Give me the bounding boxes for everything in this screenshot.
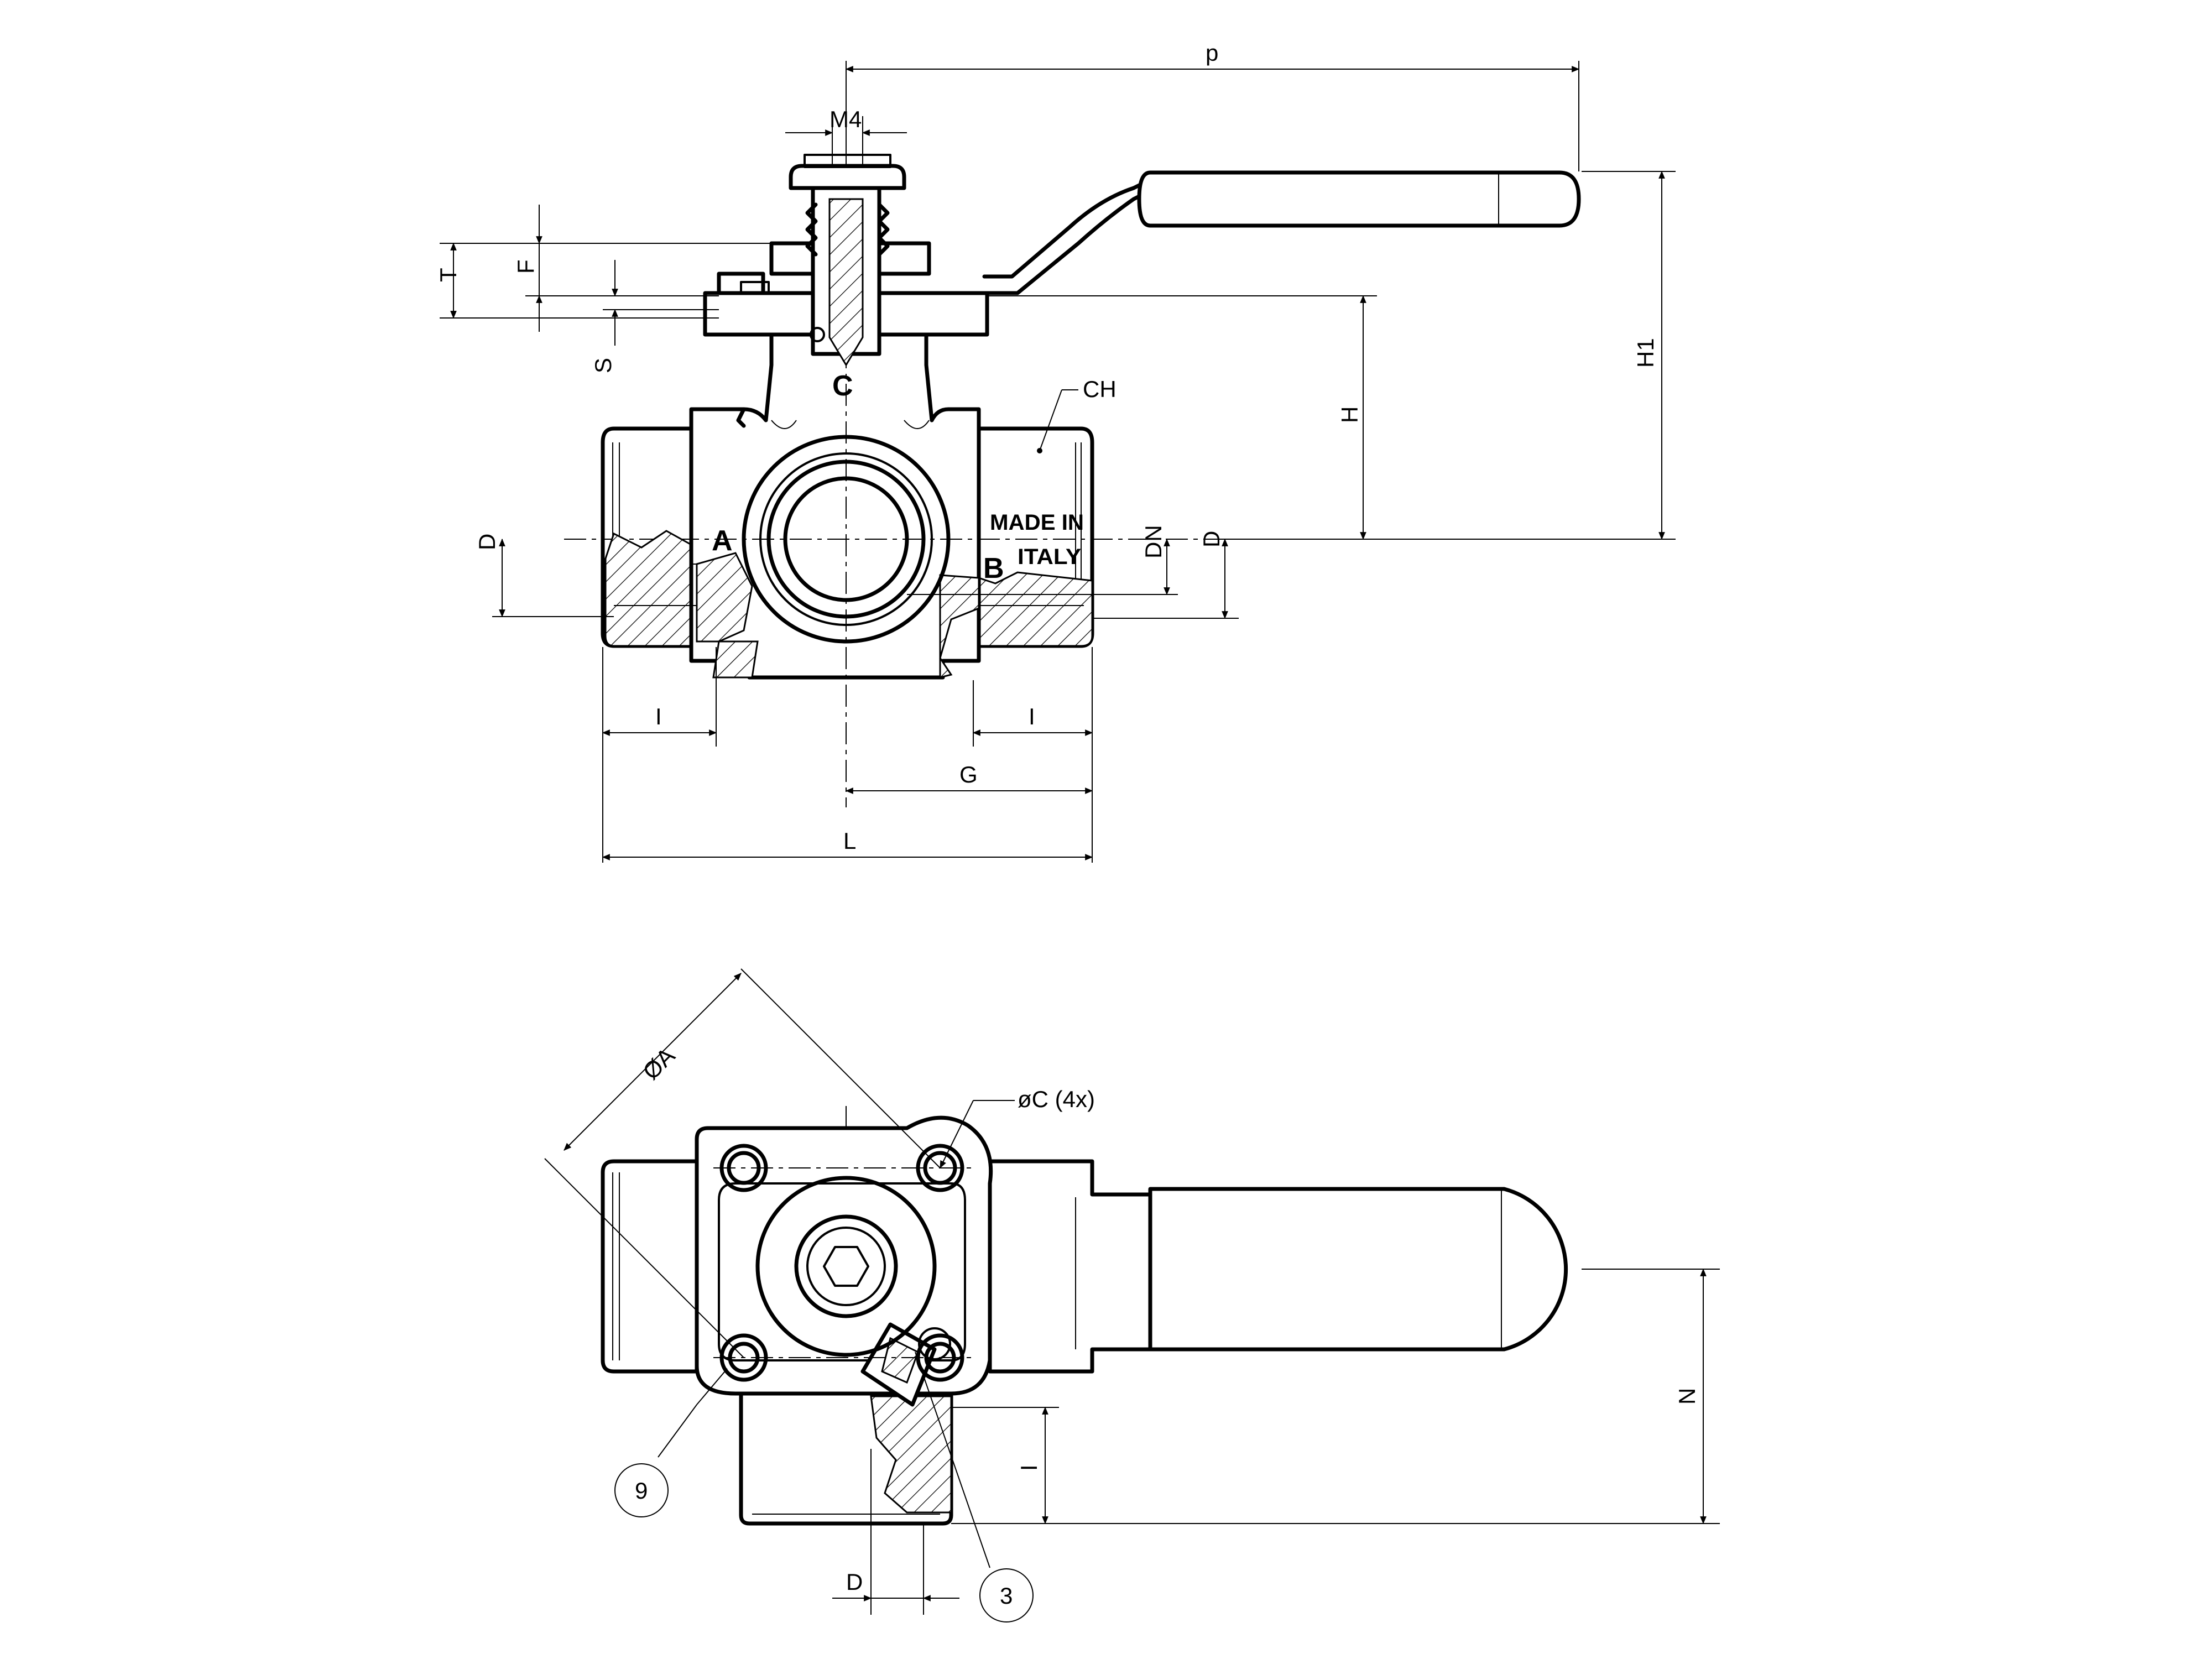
marking-italy: ITALY [1018,545,1081,569]
dim-m4: M4 [830,106,862,132]
dim-l: L [843,828,856,854]
dim-d-top: D [846,1569,863,1595]
dim-i-top: I [1016,1464,1042,1471]
dim-s: S [590,358,616,373]
dim-dia-c: øC (4x) [1018,1086,1095,1112]
end-connection-a [601,426,719,648]
dim-i-right: I [1029,703,1035,729]
balloon-9 [614,1463,669,1517]
balloon-3 [979,1568,1034,1623]
dim-dn: DN [1140,525,1166,559]
dim-d-right: D [1198,531,1224,547]
valve-stem [789,154,906,367]
dim-t: T [435,268,461,282]
dim-f: F [513,259,539,274]
dim-g: G [959,761,978,787]
dim-p: p [1206,40,1218,66]
port-label-c: C [832,370,853,402]
dim-n: N [1674,1388,1700,1405]
valve-body [689,332,981,680]
top-view [601,1106,1568,1526]
marking-made-in: MADE IN [990,510,1084,535]
mounting-holes [713,1144,973,1382]
port-label-a: A [712,525,733,557]
port-label-b: B [983,552,1004,585]
balloon-9-label: 9 [635,1478,648,1504]
top-view-dimensions: ØA øC (4x) N I D 9 3 [544,968,1720,1623]
dim-h1: H1 [1632,338,1658,368]
dim-ch: CH [1083,376,1117,402]
dim-d-left: D [474,534,500,550]
end-connection-b [977,426,1094,648]
balloon-3-label: 3 [1000,1583,1013,1609]
handle-lever [982,170,1581,295]
front-view: A B C MADE IN ITALY [564,83,1581,807]
ball-port [742,435,951,644]
dim-h: H [1337,406,1363,423]
front-view-dimensions: p M4 T F S H H1 D [435,40,1676,863]
dim-dia-a: ØA [638,1042,680,1084]
dim-i-left: I [655,703,662,729]
